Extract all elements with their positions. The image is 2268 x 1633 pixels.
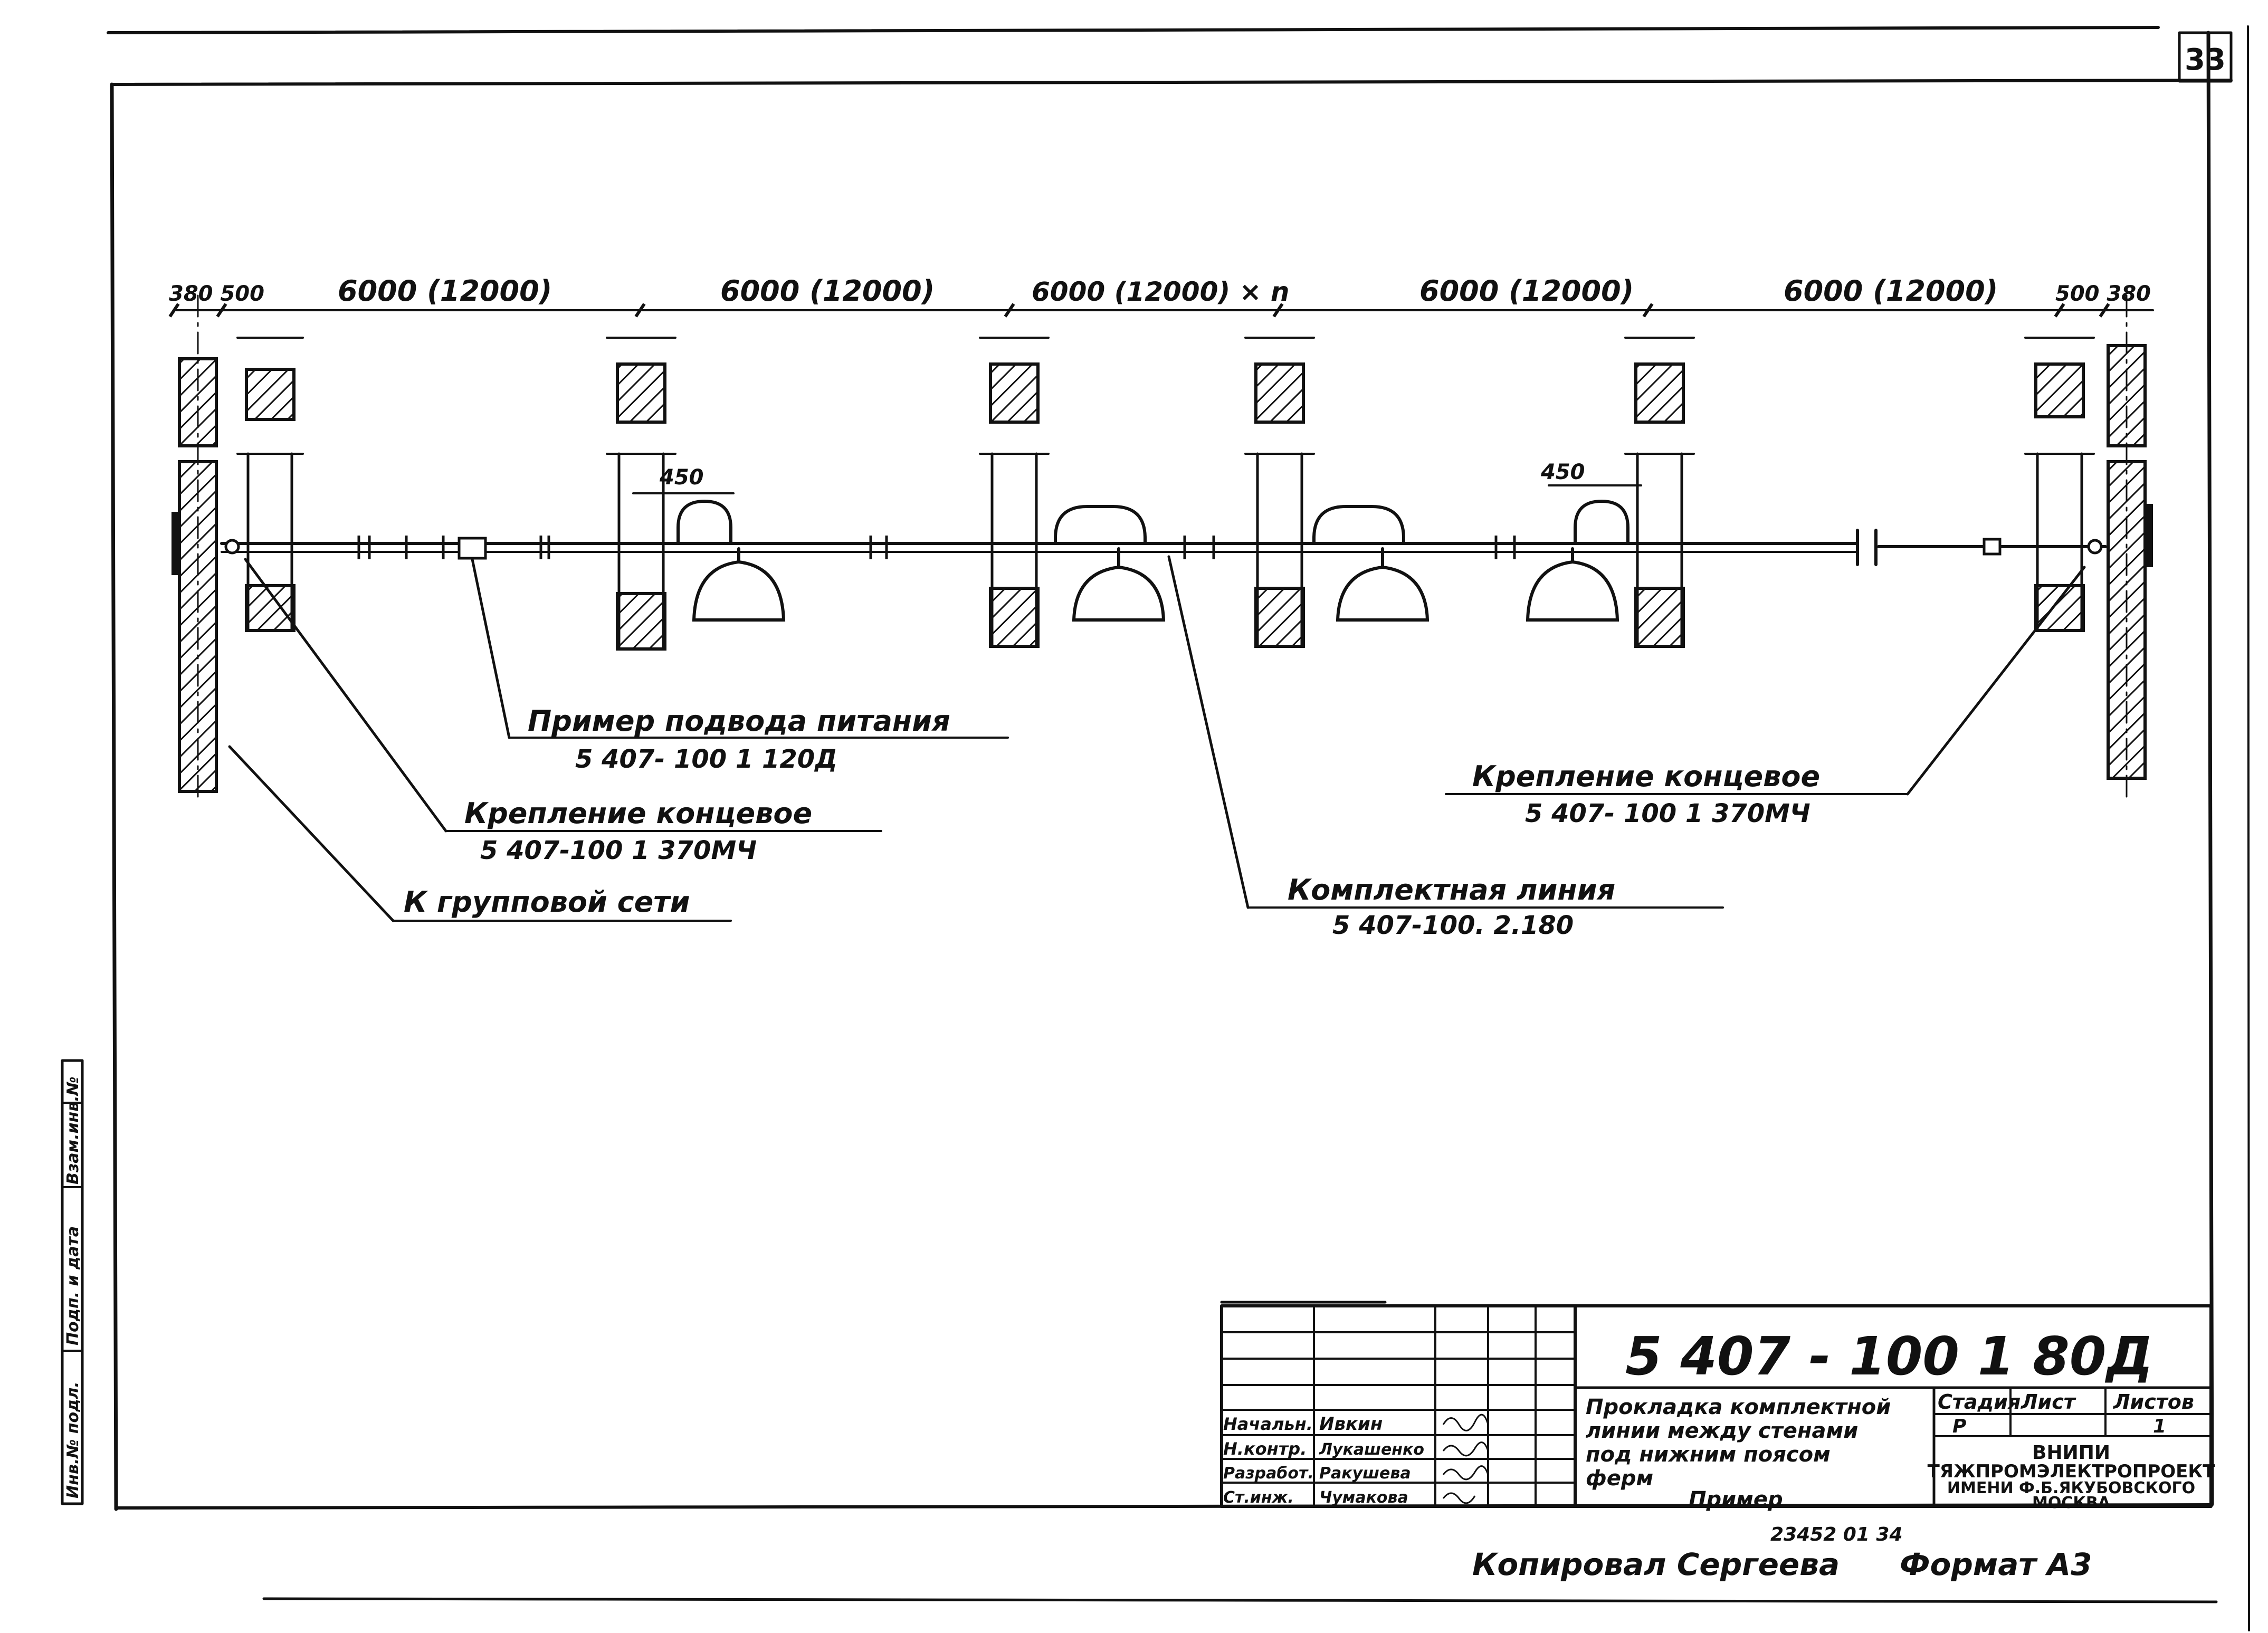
title-subtitle: Пример [1689,1487,1783,1512]
dim-span-5: 6000 (12000) [1784,274,1998,308]
title-line-3: под нижним поясом [1586,1443,1831,1467]
callout-complete-line: Комплектная линия 5 407-100. 2.180 [1288,873,1615,940]
org-line-3: ИМЕНИ Ф.Б.ЯКУБОВСКОГО [1947,1479,2195,1497]
org-line-4: МОСКВА [2032,1494,2111,1512]
callout-power-feed-title: Пример подвода питания [528,704,950,738]
leader-lines [228,555,2086,922]
sheets-header: Листов [2113,1390,2194,1414]
row-3-name: Ракушева [1319,1464,1411,1483]
sheet-frame: 33 [107,25,2250,1631]
row-2-name: Лукашенко [1319,1440,1424,1459]
column-6 [2024,337,2095,632]
column-2 [606,337,676,651]
format-label: Формат А3 [1900,1546,2092,1582]
sheet-header: Лист [2021,1390,2076,1414]
side-stamp-inv: Инв.№ подл. [64,1381,82,1498]
side-stamp-replace: Взам.инв.№ [64,1076,82,1185]
callout-end-mount-right-title: Крепление концевое [1472,760,1820,793]
dim-span-4: 6000 (12000) [1419,274,1634,308]
callout-end-mount-left-code: 5 407-100 1 370МЧ [480,836,757,865]
title-line-2: линии между стенами [1586,1419,1858,1443]
callout-group-network: К групповой сети [404,885,690,919]
org-line-1: ВНИПИ [2032,1442,2110,1464]
footer: 23452 01 34 Копировал Сергеева Формат А3 [1472,1524,2092,1582]
title-block: 5 407 - 100 1 80Д Прокладка комплектной … [1220,1301,2216,1512]
offset-dims: 450 450 [632,460,1642,494]
callout-group-network-title: К групповой сети [404,885,690,919]
page-number: 33 [2185,43,2226,77]
sheets-value: 1 [2153,1416,2166,1437]
stage-value: Р [1952,1416,1966,1437]
side-stamp-sign: Подп. и дата [64,1226,82,1345]
row-3-role: Разработ. [1223,1464,1314,1483]
column-4 [1244,337,1315,648]
dim-span-1: 6000 (12000) [338,274,552,308]
lamp-3 [1312,505,1430,622]
dim-right-small: 500 380 [2055,282,2151,306]
dim-offset-left: 450 [659,465,704,490]
side-stamp: Инв.№ подл. Подп. и дата Взам.инв.№ [61,1059,84,1505]
title-line-1: Прокладка комплектной [1586,1395,1891,1419]
dimension-chain: 380 500 6000 (12000) 6000 (12000) 6000 (… [168,274,2154,318]
dim-offset-right: 450 [1540,460,1585,484]
column-3 [979,337,1050,648]
dim-left-small: 380 500 [169,282,264,306]
org-line-2: ТЯЖПРОМЭЛЕКТРОПРОЕКТ [1928,1461,2216,1482]
row-4-name: Чумакова [1319,1488,1408,1507]
column-1 [236,337,304,632]
callout-power-feed-code: 5 407- 100 1 120Д [575,744,837,774]
row-2-role: Н.контр. [1223,1439,1307,1459]
callout-complete-line-title: Комплектная линия [1288,873,1615,906]
signatures [1442,1414,1489,1504]
stage-header: Стадия [1938,1390,2021,1414]
callout-end-mount-right: Крепление концевое 5 407- 100 1 370МЧ [1472,760,1820,828]
callout-complete-line-code: 5 407-100. 2.180 [1332,911,1574,940]
lamp-1 [676,500,786,622]
callout-end-mount-right-code: 5 407- 100 1 370МЧ [1525,799,1810,828]
row-1-role: Начальн. [1223,1414,1313,1434]
callout-end-mount-left: Крепление концевое 5 407-100 1 370МЧ [464,797,812,865]
lamp-2 [1054,505,1166,622]
busway-line [220,529,2107,566]
copied-by: Копировал Сергеева [1472,1546,1840,1582]
right-wall [2107,294,2153,798]
dim-span-2: 6000 (12000) [720,274,935,308]
doc-code: 5 407 - 100 1 80Д [1625,1325,2153,1387]
left-wall [171,294,218,803]
row-4-role: Ст.инж. [1223,1488,1294,1507]
column-5 [1624,337,1695,648]
row-1-name: Ивкин [1319,1414,1383,1435]
title-line-4: ферм [1586,1466,1653,1491]
lamp-4 [1526,500,1629,622]
callout-end-mount-left-title: Крепление концевое [464,797,812,830]
dim-span-3: 6000 (12000) × n [1032,276,1290,307]
archive-number: 23452 01 34 [1770,1524,1903,1545]
callout-power-feed: Пример подвода питания 5 407- 100 1 120Д [528,704,950,774]
